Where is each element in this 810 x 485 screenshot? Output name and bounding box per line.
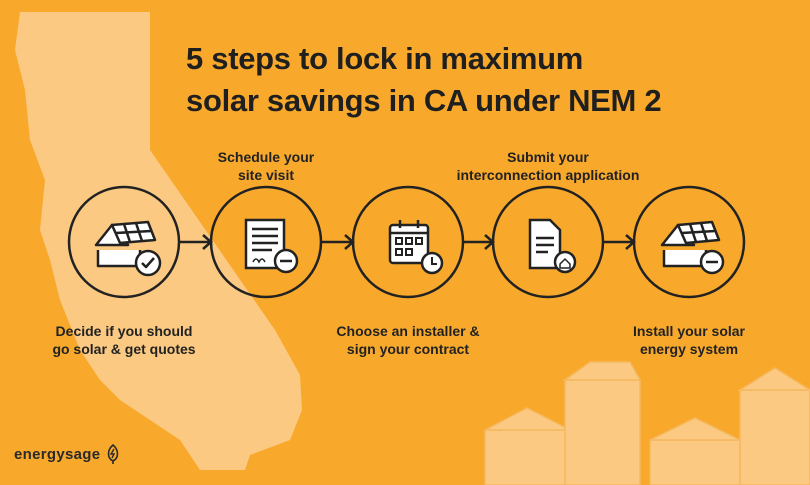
page-title: 5 steps to lock in maximum solar savings… — [186, 38, 662, 122]
house-solar-check-icon — [94, 220, 162, 277]
document-home-icon — [528, 218, 577, 274]
california-map — [15, 12, 302, 470]
step-circles — [67, 185, 746, 299]
step-2-line-1: Schedule your — [217, 149, 315, 165]
step-4-line-2: interconnection application — [456, 167, 640, 183]
buildings-illustration — [484, 361, 810, 485]
calendar-clock-icon — [388, 220, 444, 275]
step-2-line-2: site visit — [237, 167, 295, 183]
house-solar-icon — [660, 220, 725, 275]
step-4-label: Submit your interconnection application — [428, 148, 668, 184]
brand-name: energysage — [14, 445, 101, 463]
step-5-line-2: energy system — [639, 341, 739, 357]
step-3-line-1: Choose an installer & — [336, 323, 480, 339]
step-3-line-2: sign your contract — [346, 341, 470, 357]
step-3-label: Choose an installer & sign your contract — [308, 322, 508, 358]
step-1-line-2: go solar & get quotes — [52, 341, 196, 357]
energysage-logo: energysage — [14, 444, 121, 464]
step-1-label: Decide if you should go solar & get quote… — [14, 322, 234, 358]
signed-document-icon — [244, 218, 299, 274]
step-4-line-1: Submit your — [507, 149, 589, 165]
title-line-1: 5 steps to lock in maximum — [186, 41, 584, 76]
step-5-label: Install your solar energy system — [589, 322, 789, 358]
leaf-bolt-icon — [108, 444, 119, 464]
title-line-2: solar savings in CA under NEM 2 — [186, 83, 662, 118]
step-5-line-1: Install your solar — [632, 323, 746, 339]
step-2-label: Schedule your site visit — [166, 148, 366, 184]
step-1-line-1: Decide if you should — [55, 323, 193, 339]
arrows — [179, 234, 636, 250]
